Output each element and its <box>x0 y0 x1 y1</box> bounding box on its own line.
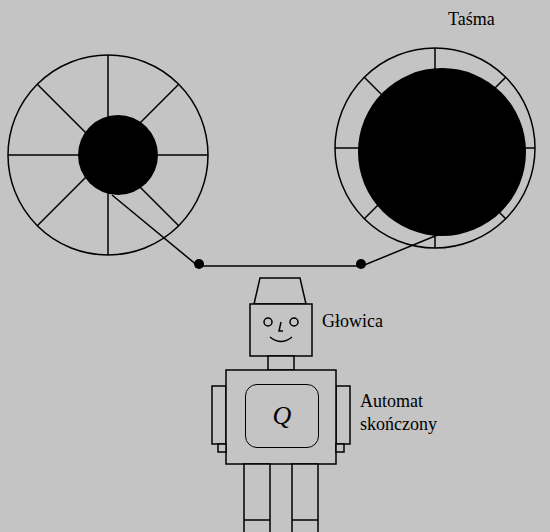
head-reader <box>254 278 306 304</box>
state-symbol: Q <box>273 401 292 431</box>
tape-label: Taśma <box>448 8 538 31</box>
left-reel <box>8 55 208 255</box>
control-label: Automat skończony <box>360 390 465 437</box>
robot-eye <box>264 318 272 326</box>
robot-arm <box>336 386 350 444</box>
robot-foot <box>292 519 318 521</box>
robot-foot <box>244 519 270 521</box>
robot-leg <box>292 464 318 532</box>
robot-neck <box>268 356 294 370</box>
reel-spokes <box>8 48 535 255</box>
tape-guide <box>356 259 366 269</box>
robot-hand <box>218 444 226 452</box>
robot-leg <box>244 464 270 532</box>
robot-nose <box>279 322 283 331</box>
robot-eye <box>290 318 298 326</box>
right-tape-roll <box>358 68 526 236</box>
state-box: Q <box>245 384 319 448</box>
robot-arm <box>212 386 226 444</box>
tape-guide <box>194 259 204 269</box>
robot-head <box>250 304 312 356</box>
left-tape-roll <box>78 115 158 195</box>
right-reel <box>335 48 535 248</box>
head-label: Głowica <box>322 310 412 333</box>
tape <box>112 195 440 266</box>
robot-hand <box>336 444 344 452</box>
robot-body <box>226 370 336 464</box>
robot-smile <box>270 337 292 342</box>
